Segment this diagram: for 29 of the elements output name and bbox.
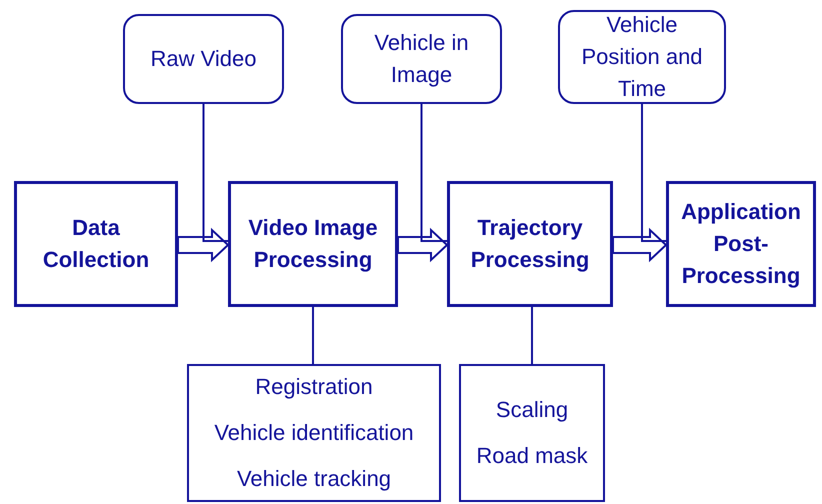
- task-list-box: [459, 364, 605, 502]
- box-text: Raw Video: [150, 45, 256, 73]
- block-arrow: [177, 228, 230, 262]
- process-box: [447, 181, 613, 307]
- connector-line: [420, 104, 447, 242]
- box-text: Data Collection: [42, 214, 150, 274]
- box-text: Registration: [255, 373, 373, 401]
- data-box: [341, 14, 502, 104]
- connector-line: [641, 104, 666, 242]
- task-list-box: [187, 364, 441, 502]
- connector-line: [202, 104, 228, 242]
- process-box: [666, 181, 816, 307]
- block-arrow: [397, 228, 448, 262]
- box-text: Vehicle in Image: [373, 29, 470, 89]
- block-arrow: [612, 228, 668, 262]
- box-text: Scaling: [496, 396, 568, 424]
- box-text: Vehicle Position and Time: [580, 11, 704, 103]
- data-box: [558, 10, 726, 104]
- box-text: Trajectory Processing: [470, 214, 590, 274]
- connector-line: [531, 307, 533, 364]
- box-text: Video Image Processing: [247, 214, 379, 274]
- box-text: Vehicle identification: [214, 419, 414, 447]
- box-text: Vehicle tracking: [236, 465, 392, 493]
- connector-line: [312, 307, 314, 364]
- process-box: [228, 181, 398, 307]
- data-box: [123, 14, 284, 104]
- box-text: Road mask: [476, 442, 588, 470]
- process-box: [14, 181, 178, 307]
- box-text: Application Post-Processing: [680, 198, 802, 290]
